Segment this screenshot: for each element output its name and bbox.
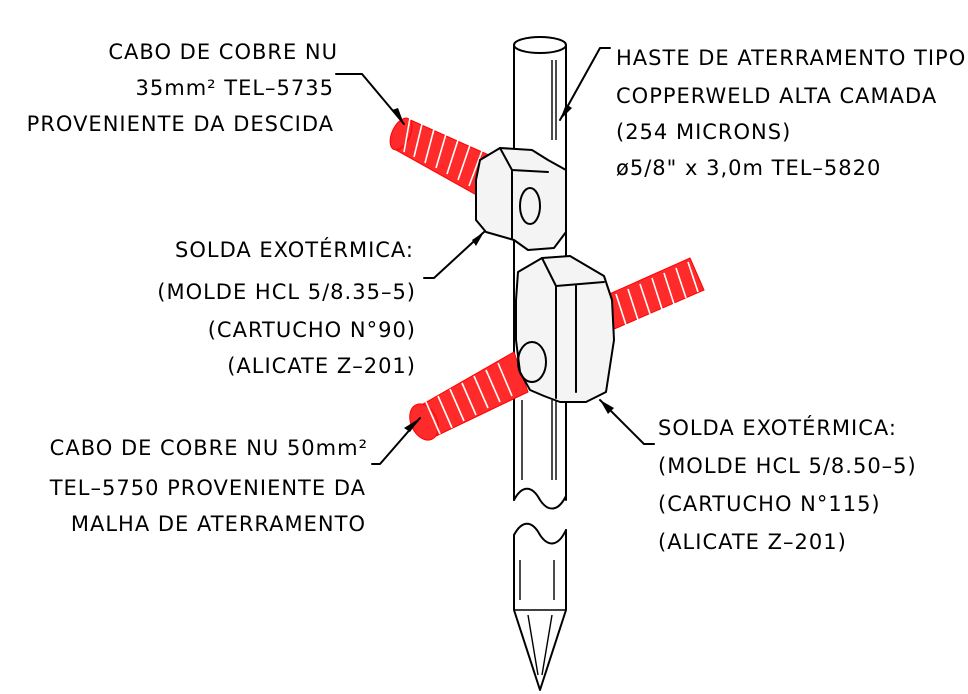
leader-bottom-cable <box>371 417 421 465</box>
rod-label-line1: HASTE DE ATERRAMENTO TIPO <box>616 46 967 70</box>
upper-weld-label-line1: SOLDA EXOTÉRMICA: <box>175 238 414 262</box>
top-cable-label-line2: 35mm² TEL–5735 <box>135 76 334 100</box>
lower-exothermic-weld <box>515 255 615 403</box>
upper-weld-label-line3: (CARTUCHO N°90) <box>207 318 416 342</box>
leader-rod <box>559 47 611 121</box>
rod-label-line4: ø5/8" x 3,0m TEL–5820 <box>616 156 882 180</box>
top-cable-label-line1: CABO DE COBRE NU <box>108 40 338 64</box>
upper-exothermic-weld <box>475 147 567 251</box>
lower-weld-label-line1: SOLDA EXOTÉRMICA: <box>658 416 897 440</box>
bottom-cable-label-line3: MALHA DE ATERRAMENTO <box>70 512 366 536</box>
grounding-rod <box>513 36 567 691</box>
lower-weld-label-line2: (MOLDE HCL 5/8.50–5) <box>658 454 917 478</box>
upper-weld-label-line4: (ALICATE Z–201) <box>227 354 416 378</box>
rod-label-line2: COPPERWELD ALTA CAMADA <box>616 84 938 108</box>
lower-weld-label-line3: (CARTUCHO N°115) <box>658 492 881 516</box>
leader-top-cable <box>335 73 405 125</box>
bottom-cable-label-line1: CABO DE COBRE NU 50mm² <box>49 436 368 460</box>
top-cable-label-line3: PROVENIENTE DA DESCIDA <box>26 112 334 136</box>
rod-label-line3: (254 MICRONS) <box>616 120 792 144</box>
leader-lower-weld <box>599 399 655 445</box>
leader-upper-weld <box>423 231 485 279</box>
upper-weld-label-line2: (MOLDE HCL 5/8.35–5) <box>157 280 416 304</box>
lower-weld-label-line4: (ALICATE Z–201) <box>658 530 847 554</box>
bottom-cable-label-line2: TEL–5750 PROVENIENTE DA <box>49 476 366 500</box>
